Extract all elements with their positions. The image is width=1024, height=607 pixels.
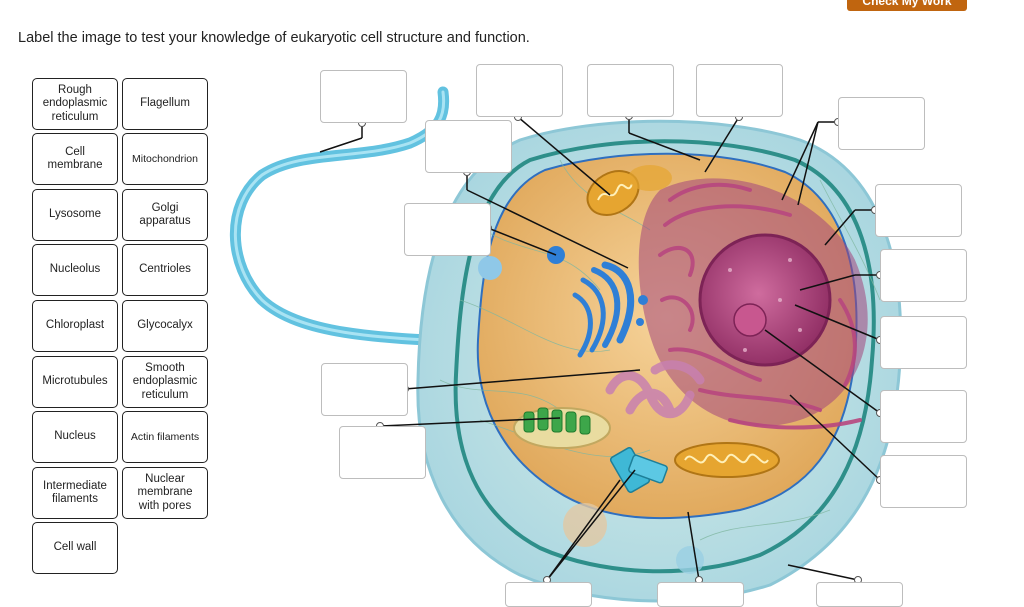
check-my-work-button[interactable]: Check My Work xyxy=(847,0,967,11)
drop-target-bottom-3[interactable] xyxy=(816,582,903,607)
label-tile-chloroplast[interactable]: Chloroplast xyxy=(32,300,118,352)
drop-target-right-1[interactable] xyxy=(838,97,925,150)
label-tile-centrioles[interactable]: Centrioles xyxy=(122,244,208,296)
label-tile-microtubules[interactable]: Microtubules xyxy=(32,356,118,408)
drop-target-right-4[interactable] xyxy=(880,316,967,369)
lysosome-illustration xyxy=(563,503,607,547)
label-tile-actin-filaments[interactable]: Actin filaments xyxy=(122,411,208,463)
drop-target-left-lower-1[interactable] xyxy=(321,363,408,416)
drop-target-left-upper[interactable] xyxy=(425,120,512,173)
chloroplast-illustration xyxy=(513,407,611,449)
label-tile-rough-er[interactable]: Rough endoplasmic reticulum xyxy=(32,78,118,130)
label-tile-cell-wall[interactable]: Cell wall xyxy=(32,522,118,574)
drop-target-bottom-2[interactable] xyxy=(657,582,744,607)
label-tile-cell-membrane[interactable]: Cell membrane xyxy=(32,133,118,185)
drop-target-bottom-1[interactable] xyxy=(505,582,592,607)
mitochondrion-illustration xyxy=(586,165,780,478)
label-tile-golgi[interactable]: Golgi apparatus xyxy=(122,189,208,241)
label-tile-intermediate-filaments[interactable]: Intermediate filaments xyxy=(32,467,118,519)
centrioles-illustration xyxy=(609,447,668,493)
label-tile-nucleus[interactable]: Nucleus xyxy=(32,411,118,463)
drop-target-left-lower-2[interactable] xyxy=(339,426,426,479)
label-bank: Rough endoplasmic reticulum Flagellum Ce… xyxy=(32,78,212,578)
drop-target-top-3[interactable] xyxy=(696,64,783,117)
drop-target-right-5[interactable] xyxy=(880,390,967,443)
drop-target-right-3[interactable] xyxy=(880,249,967,302)
drop-target-top-1[interactable] xyxy=(476,64,563,117)
label-tile-lysosome[interactable]: Lysosome xyxy=(32,189,118,241)
drop-target-left-middle[interactable] xyxy=(404,203,491,256)
drop-target-flagellum[interactable] xyxy=(320,70,407,123)
label-tile-glycocalyx[interactable]: Glycocalyx xyxy=(122,300,208,352)
drop-target-right-2[interactable] xyxy=(875,184,962,237)
label-tile-smooth-er[interactable]: Smooth endoplasmic reticulum xyxy=(122,356,208,408)
label-tile-nucleolus[interactable]: Nucleolus xyxy=(32,244,118,296)
drop-target-top-2[interactable] xyxy=(587,64,674,117)
label-tile-mitochondrion[interactable]: Mitochondrion xyxy=(122,133,208,185)
drop-target-right-6[interactable] xyxy=(880,455,967,508)
cell-membrane-illustration xyxy=(453,139,876,574)
leader-lines xyxy=(319,116,881,581)
instructions-text: Label the image to test your knowledge o… xyxy=(18,30,530,46)
label-tile-nuclear-membrane[interactable]: Nuclear membrane with pores xyxy=(122,467,208,519)
smooth-er-illustration xyxy=(605,360,705,419)
label-tile-flagellum[interactable]: Flagellum xyxy=(122,78,208,130)
nucleus-illustration xyxy=(638,178,868,430)
